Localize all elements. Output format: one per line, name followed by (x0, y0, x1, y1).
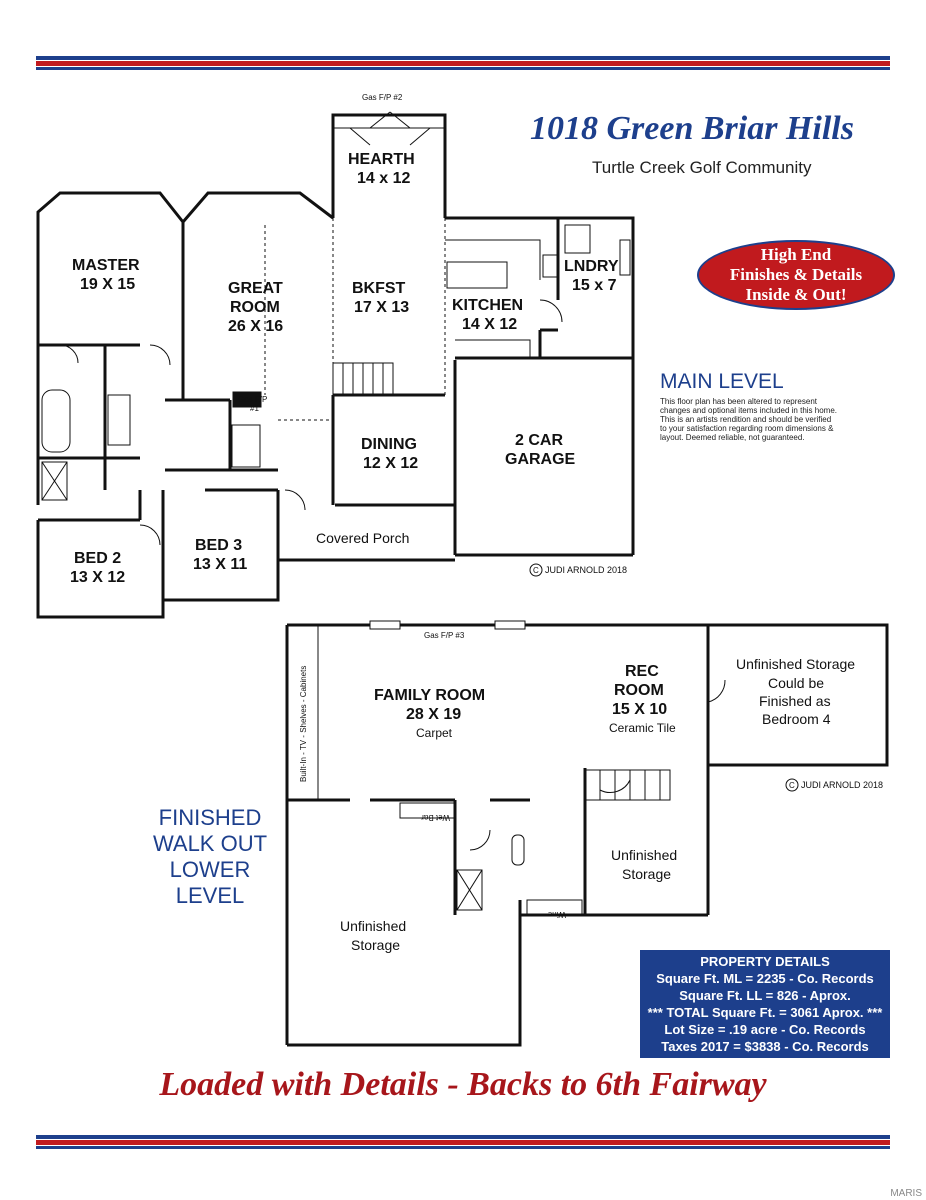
bottom-stripe-blue-2 (36, 1146, 890, 1149)
gas-fp2-label: Gas F/P #2 (362, 93, 403, 102)
family-room-size: 28 X 19 (406, 706, 461, 723)
storage1-line-1: Unfinished Storage (736, 656, 855, 672)
property-detail-line: Square Ft. LL = 826 - Aprox. (679, 988, 851, 1003)
kitchen-label: KITCHEN (452, 297, 523, 314)
dining-label: DINING (361, 436, 417, 453)
bottom-stripe-blue (36, 1135, 890, 1139)
property-detail-line: Taxes 2017 = $3838 - Co. Records (661, 1039, 869, 1054)
copyright-icon (529, 563, 543, 577)
lower-copyright: JUDI ARNOLD 2018 (801, 780, 883, 790)
hearth-windows (333, 111, 445, 146)
great-room-label-2: ROOM (230, 299, 280, 316)
storage2-line-2: Storage (351, 937, 400, 953)
copyright-icon-lower (785, 778, 799, 792)
bkfst-size: 17 X 13 (354, 299, 409, 316)
porch-label: Covered Porch (316, 530, 409, 546)
built-in-label: Built-In - TV - Shelves - Cabinets (299, 666, 308, 782)
rec-room-label-2: ROOM (614, 682, 664, 699)
disclaimer-line: layout. Deemed reliable, not guaranteed. (660, 433, 805, 442)
lndry-size: 15 x 7 (572, 277, 617, 294)
disclaimer-line: This is an artists rendition and should … (660, 415, 832, 424)
lower-title-line: FINISHED (158, 805, 262, 830)
rec-room-floor: Ceramic Tile (609, 721, 676, 735)
top-stripe-red (36, 61, 890, 66)
lower-level-walls (285, 623, 889, 1047)
badge-line: Inside & Out! (745, 285, 847, 304)
storage2-line-1: Unfinished (340, 918, 406, 934)
tagline: Loaded with Details - Backs to 6th Fairw… (159, 1066, 767, 1103)
storage1-line-4: Bedroom 4 (762, 711, 831, 727)
bed2-size: 13 X 12 (70, 569, 125, 586)
disclaimer-line: changes and optional items included in t… (660, 406, 837, 415)
storage3-line-2: Storage (622, 866, 671, 882)
family-room-floor: Carpet (416, 726, 453, 740)
fireplace-1 (232, 391, 262, 408)
storage1-line-2: Could be (768, 675, 824, 691)
lower-details (317, 620, 726, 916)
master-bath-fixtures (41, 389, 261, 501)
main-stairs (332, 362, 394, 396)
lower-title-line: LOWER (169, 857, 251, 882)
lower-level-title: FINISHED WALK OUT LOWER LEVEL (150, 805, 270, 909)
property-detail-line: Lot Size = .19 acre - Co. Records (664, 1022, 866, 1037)
garage-label: 2 CAR (515, 432, 563, 449)
master-label: MASTER (72, 257, 140, 274)
copyright-c-lower: C (789, 781, 795, 790)
rec-room-label: REC (625, 663, 659, 680)
copyright-c: C (533, 566, 539, 575)
main-level-walls (36, 113, 635, 619)
main-level-title: MAIN LEVEL (660, 370, 784, 393)
page-subtitle: Turtle Creek Golf Community (592, 158, 812, 177)
gas-fp3-label: Gas F/P #3 (424, 631, 465, 640)
lower-title-line: WALK OUT (152, 831, 268, 856)
top-stripe-blue (36, 56, 890, 60)
storage3-line-1: Unfinished (611, 847, 677, 863)
bkfst-label: BKFST (352, 280, 406, 297)
badge-line: High End (760, 245, 832, 264)
wine-label: Wine (547, 910, 566, 919)
lndry-label: LNDRY (564, 258, 619, 275)
wet-bar-label: Wet Bar (421, 813, 450, 822)
disclaimer-line: This floor plan has been altered to repr… (660, 397, 817, 406)
property-details-heading: PROPERTY DETAILS (700, 954, 830, 969)
hearth-size: 14 x 12 (357, 170, 410, 187)
rec-room-size: 15 X 10 (612, 701, 667, 718)
high-end-badge: High End Finishes & Details Inside & Out… (697, 240, 895, 310)
main-copyright: JUDI ARNOLD 2018 (545, 565, 627, 575)
kitchen-size: 14 X 12 (462, 316, 517, 333)
door-swings (59, 299, 563, 546)
bed2-label: BED 2 (74, 550, 121, 567)
top-stripe-blue-2 (36, 67, 890, 70)
dining-size: 12 X 12 (363, 455, 418, 472)
lower-title-line: LEVEL (175, 883, 245, 908)
great-room-label: GREAT (228, 280, 283, 297)
property-detail-line: *** TOTAL Square Ft. = 3061 Aprox. *** (647, 1005, 883, 1020)
kitchen-counters (445, 224, 631, 358)
watermark: MARIS (890, 1188, 922, 1199)
disclaimer-line: to your satisfaction regarding room dime… (660, 424, 834, 433)
family-room-label: FAMILY ROOM (374, 687, 485, 704)
property-detail-line: Square Ft. ML = 2235 - Co. Records (656, 971, 874, 986)
gas-fp1-number: #1 (250, 404, 259, 413)
hearth-label: HEARTH (348, 151, 415, 168)
property-details-box: PROPERTY DETAILS Square Ft. ML = 2235 - … (640, 950, 890, 1058)
gas-fp1-label: Gas F/P (238, 395, 267, 404)
garage-label-2: GARAGE (505, 451, 576, 468)
master-size: 19 X 15 (80, 276, 135, 293)
page-title: 1018 Green Briar Hills (530, 110, 854, 147)
room-dividers (264, 218, 446, 421)
bed3-label: BED 3 (195, 537, 242, 554)
disclaimer: This floor plan has been altered to repr… (660, 397, 837, 442)
badge-line: Finishes & Details (729, 265, 863, 284)
great-room-size: 26 X 16 (228, 318, 283, 335)
storage1-line-3: Finished as (759, 693, 831, 709)
bed3-size: 13 X 11 (193, 556, 247, 573)
bottom-stripe-red (36, 1140, 890, 1145)
